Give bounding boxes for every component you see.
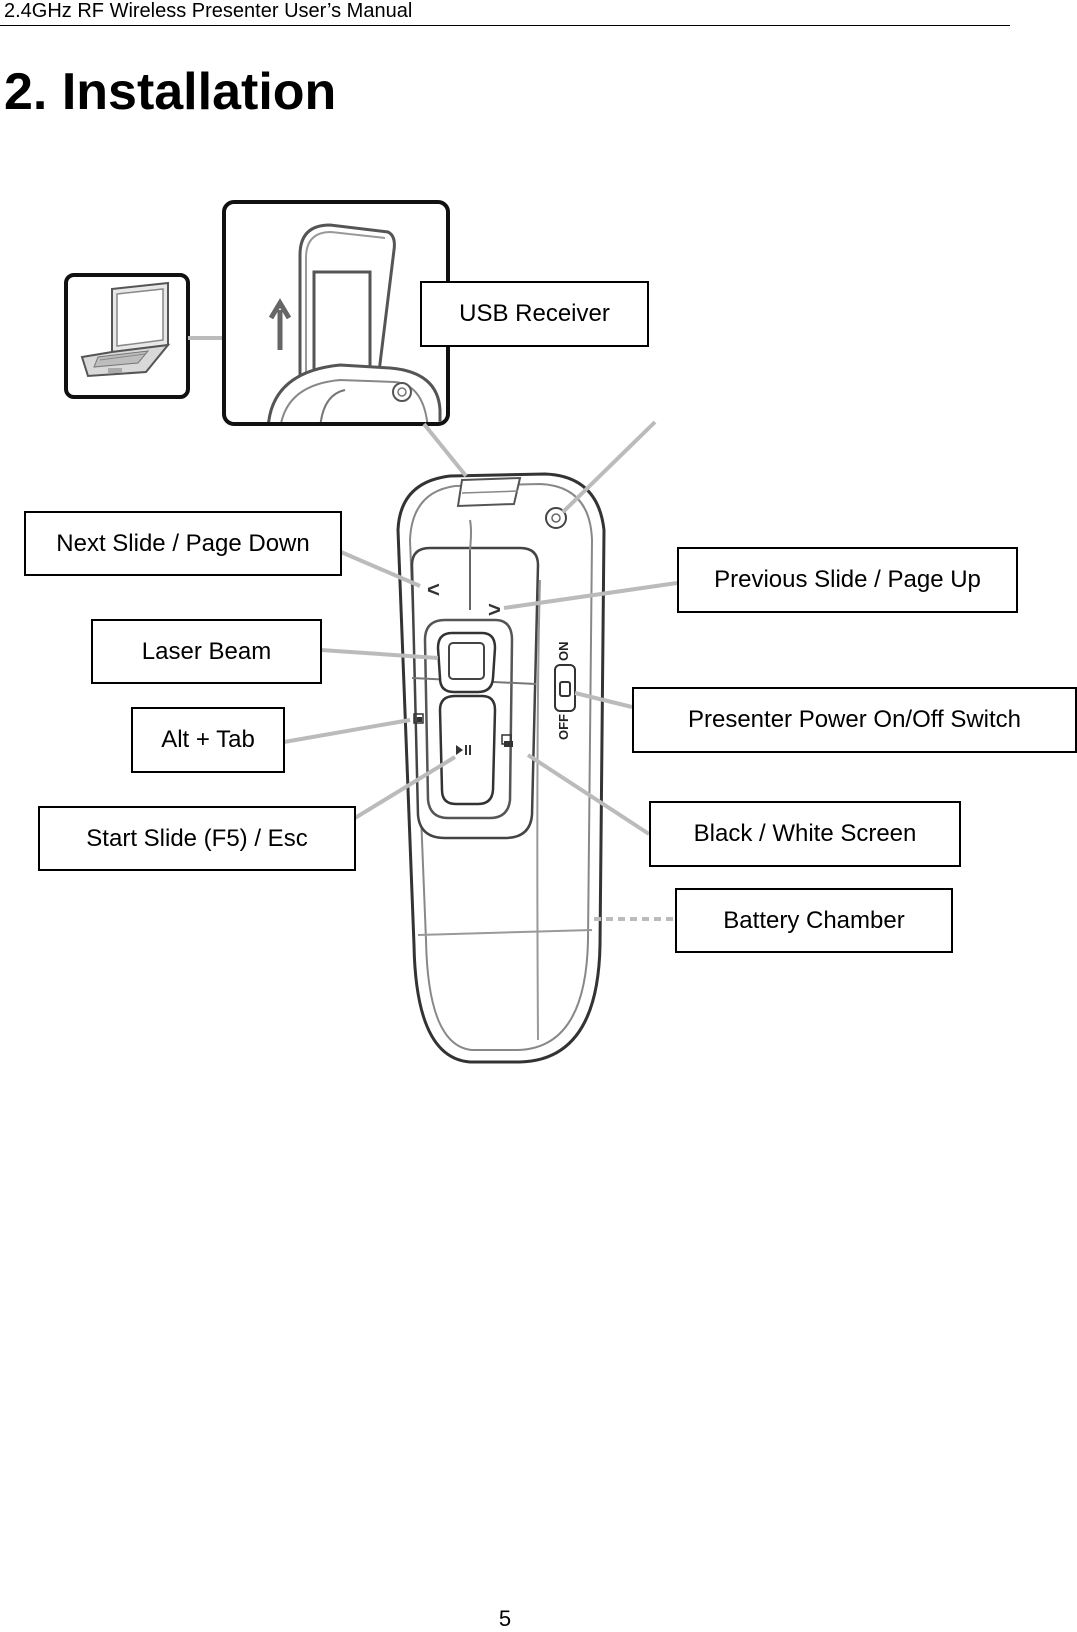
callout-battery-chamber: Battery Chamber (675, 888, 953, 953)
page-number: 5 (498, 1606, 512, 1631)
switch-on-marking: ON (556, 642, 571, 662)
callout-next-slide-label: Next Slide / Page Down (56, 529, 310, 557)
header-rule (0, 25, 1010, 26)
callout-black-white-screen: Black / White Screen (649, 801, 961, 867)
section-title: 2. Installation (4, 63, 337, 121)
left-arrow-marking: < (427, 577, 440, 602)
callout-black-white-screen-label: Black / White Screen (693, 820, 917, 847)
laptop-icon (64, 273, 190, 399)
callout-power-switch-label: Presenter Power On/Off Switch (687, 706, 1022, 733)
callout-usb-receiver: USB Receiver (420, 281, 649, 347)
callout-power-switch: Presenter Power On/Off Switch (632, 687, 1077, 753)
callout-usb-receiver-label: USB Receiver (459, 300, 610, 327)
callout-laser-beam: Laser Beam (91, 619, 322, 684)
callout-start-slide-label: Start Slide (F5) / Esc (86, 824, 308, 852)
callout-start-slide: Start Slide (F5) / Esc (38, 806, 356, 871)
callout-battery-chamber-label: Battery Chamber (723, 906, 905, 934)
leader-lines (283, 420, 678, 921)
callout-next-slide: Next Slide / Page Down (24, 511, 342, 576)
callout-previous-slide-label: Previous Slide / Page Up (714, 566, 981, 593)
presenter-device-illustration: < > ON OFF (396, 472, 606, 1064)
usb-receiver-illustration (222, 200, 450, 426)
callout-alt-tab-label: Alt + Tab (161, 726, 255, 753)
switch-off-marking: OFF (556, 714, 571, 740)
callout-previous-slide: Previous Slide / Page Up (677, 547, 1018, 613)
running-header: 2.4GHz RF Wireless Presenter User’s Manu… (4, 0, 413, 22)
right-arrow-marking: > (488, 597, 501, 622)
callout-alt-tab: Alt + Tab (131, 707, 285, 773)
callout-laser-beam-label: Laser Beam (141, 637, 272, 665)
